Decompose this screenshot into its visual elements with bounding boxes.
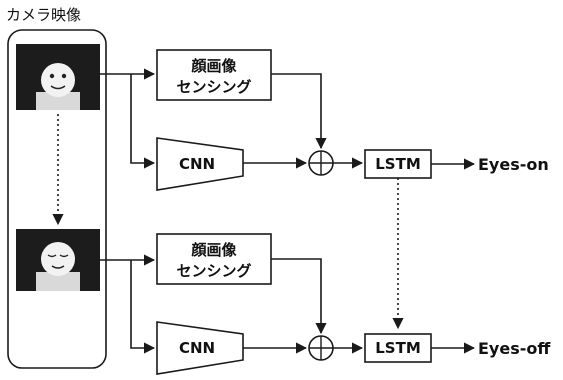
cnn-label-bottom: CNN: [179, 339, 215, 357]
camera-frame-eyes-open: [16, 44, 100, 110]
output-eyes-on: Eyes-on: [478, 155, 549, 174]
cnn-label-top: CNN: [179, 155, 215, 173]
combine-node-top: [309, 151, 333, 175]
combine-node-bottom: [309, 336, 333, 360]
face-sensing-label-line1: 顔画像: [190, 57, 237, 75]
lstm-label-top: LSTM: [375, 155, 421, 173]
output-eyes-off: Eyes-off: [478, 339, 551, 358]
face-sensing-label-line2-bottom: センシング: [176, 262, 251, 280]
face-sensing-label-line1-bottom: 顔画像: [190, 241, 237, 259]
lstm-label-bottom: LSTM: [375, 339, 421, 357]
face-sensing-label-line2: センシング: [176, 78, 251, 96]
arrow-sensing-to-combine-bottom: [271, 259, 321, 333]
camera-label: カメラ映像: [6, 6, 81, 24]
arrow-to-cnn-top: [131, 74, 154, 163]
camera-frame-eyes-closed: [16, 229, 100, 291]
arrow-sensing-to-combine-top: [271, 74, 321, 148]
arrow-to-cnn-bottom: [131, 260, 154, 348]
